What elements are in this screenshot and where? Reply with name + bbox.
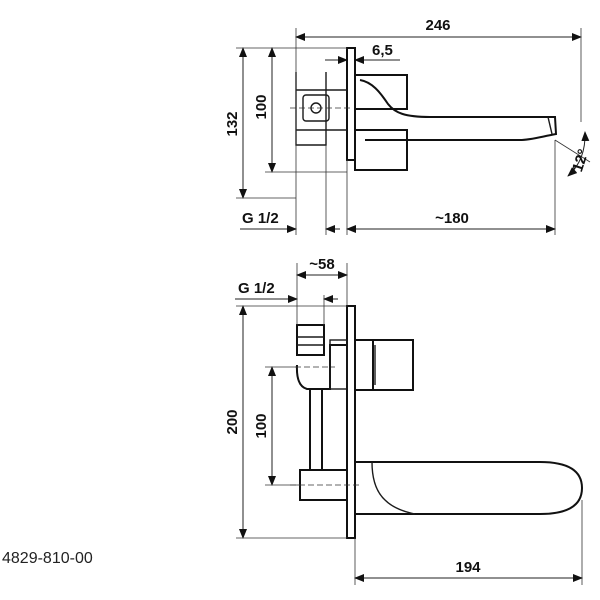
spout-edge (371, 461, 416, 515)
dim-label-overall-length: 246 (425, 17, 450, 34)
valve-body (295, 344, 347, 390)
dim-label-inlet-thread: G 1/2 (242, 210, 279, 227)
dim-label-total-height: 132 (224, 111, 241, 136)
dim-label-spout-projection: ~180 (435, 210, 469, 227)
top-view: 246 6,5 132 100 G 1/2 ~180 12° (224, 17, 592, 235)
spout (359, 79, 558, 141)
dim-label-spout-height-front: 100 (253, 413, 270, 438)
dim-label-spout-length: 194 (455, 559, 481, 576)
spout-front (355, 461, 584, 515)
dim-label-total-height-front: 200 (224, 409, 241, 434)
thread-block (296, 324, 325, 356)
front-view: G 1/2 ~58 200 100 194 (224, 256, 584, 585)
lower-box (354, 129, 408, 171)
valve-core (329, 339, 348, 390)
spout-tip (547, 116, 553, 135)
wall-plate-front (346, 305, 356, 539)
dim-label-inlet-thread-front: G 1/2 (238, 280, 275, 297)
angle-arc (567, 131, 590, 177)
part-number: 4829-810-00 (2, 550, 93, 567)
dim-label-body-depth: ~58 (309, 256, 334, 273)
wall-plate (346, 47, 356, 161)
dim-label-spout-angle: 12° (569, 147, 592, 174)
handle-base (354, 339, 374, 391)
cartridge (302, 94, 330, 122)
lever-block (354, 74, 408, 110)
dim-label-spout-height: 100 (253, 94, 270, 119)
handle (372, 339, 414, 391)
dim-label-plate-thickness: 6,5 (372, 42, 393, 59)
